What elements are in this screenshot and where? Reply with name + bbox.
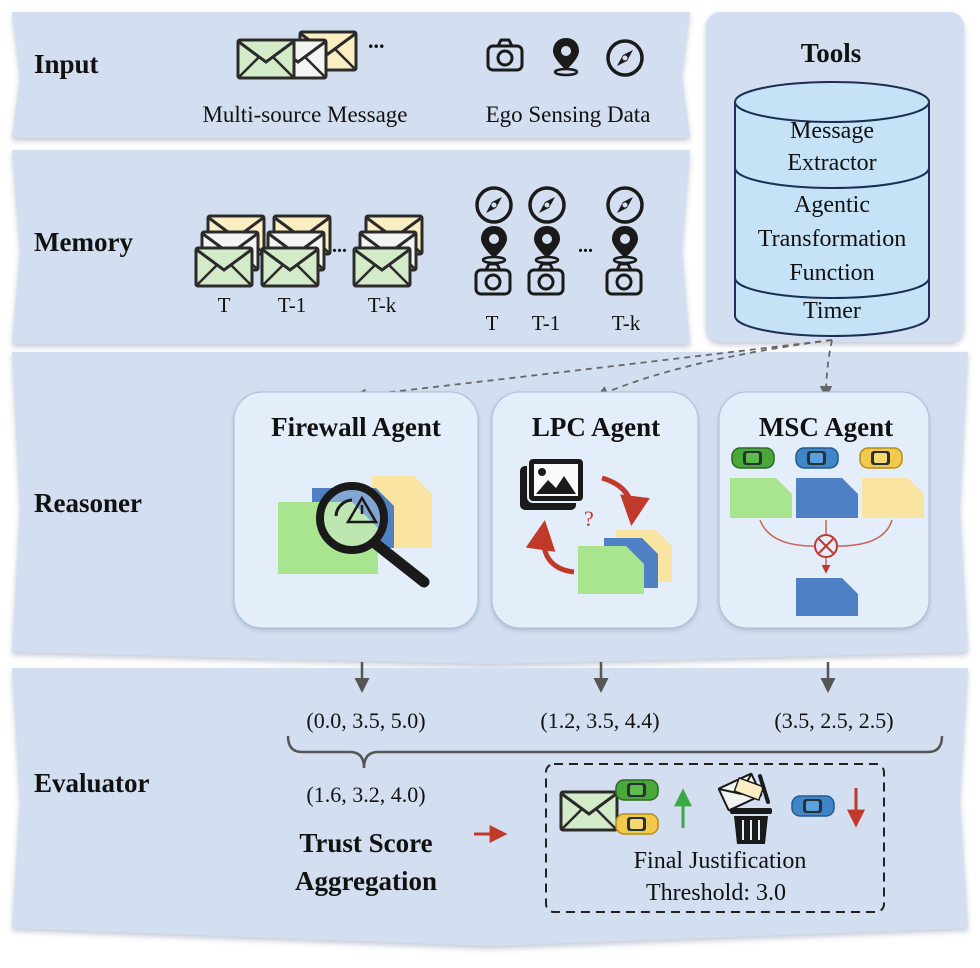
- msc-score: (3.5, 2.5, 2.5): [774, 708, 893, 733]
- memory-sensing-label-t: T: [486, 311, 499, 335]
- memory-msg-label-t: T: [218, 293, 231, 317]
- memory-message-ellipsis: ...: [332, 235, 347, 257]
- trash-bin-icon: [717, 772, 772, 844]
- memory-sensing-label-tk: T-k: [612, 311, 641, 335]
- final-message-envelope-icon: [559, 790, 619, 832]
- ego-sensing-label: Ego Sensing Data: [486, 102, 651, 127]
- lpc-agent-title: LPC Agent: [532, 412, 660, 442]
- aggregation-label-line1: Trust Score: [299, 828, 432, 858]
- aggregate-score: (1.6, 3.2, 4.0): [306, 782, 425, 807]
- memory-panel: [12, 150, 690, 344]
- evaluator-title: Evaluator: [34, 768, 150, 798]
- agent-output-arrows: [354, 662, 836, 693]
- tools-title: Tools: [801, 38, 862, 68]
- tool-agentic-line3: Function: [789, 260, 874, 286]
- location-pin-icon: [551, 36, 581, 77]
- input-title: Input: [34, 49, 99, 79]
- msc-agent-title: MSC Agent: [759, 412, 893, 442]
- tool-message-extractor-line1: Message: [790, 118, 874, 144]
- threshold-label: Threshold: 3.0: [646, 880, 786, 906]
- memory-msg-label-tk: T-k: [368, 293, 397, 317]
- trusted-car-green-icon: [615, 779, 659, 801]
- tool-agentic-line1: Agentic: [794, 192, 870, 218]
- tools-database-cylinder: [734, 81, 930, 337]
- tool-timer-label: Timer: [803, 298, 861, 324]
- lpc-consistency-illustration: ?: [520, 457, 672, 594]
- multi-source-envelopes-icon: [236, 30, 358, 80]
- final-justification-label: Final Justification: [634, 848, 807, 874]
- tool-dispatch-arrows: [353, 339, 833, 402]
- multi-source-label: Multi-source Message: [202, 102, 407, 127]
- input-ellipsis: ...: [368, 28, 385, 53]
- trusted-car-yellow-icon: [615, 813, 659, 835]
- memory-sensing-ellipsis: ...: [578, 235, 593, 257]
- msc-fusion-illustration: [730, 447, 924, 616]
- tool-agentic-line2: Transformation: [758, 226, 906, 252]
- reasoner-title: Reasoner: [34, 488, 142, 518]
- lpc-score: (1.2, 3.5, 4.4): [540, 708, 659, 733]
- input-panel: [12, 12, 690, 138]
- firewall-agent-title: Firewall Agent: [271, 412, 441, 442]
- aggregation-label-line2: Aggregation: [295, 866, 437, 896]
- question-mark-icon: ?: [584, 506, 594, 531]
- firewall-inspection-illustration: [278, 476, 432, 588]
- memory-title: Memory: [34, 227, 133, 257]
- untrusted-car-blue-icon: [791, 795, 835, 817]
- memory-sensing-label-t1: T-1: [532, 311, 560, 335]
- score-brace: [286, 735, 944, 769]
- evaluator-panel: [12, 668, 968, 946]
- firewall-score: (0.0, 3.5, 5.0): [306, 708, 425, 733]
- tool-message-extractor-line2: Extractor: [787, 150, 876, 176]
- memory-msg-label-t1: T-1: [278, 293, 306, 317]
